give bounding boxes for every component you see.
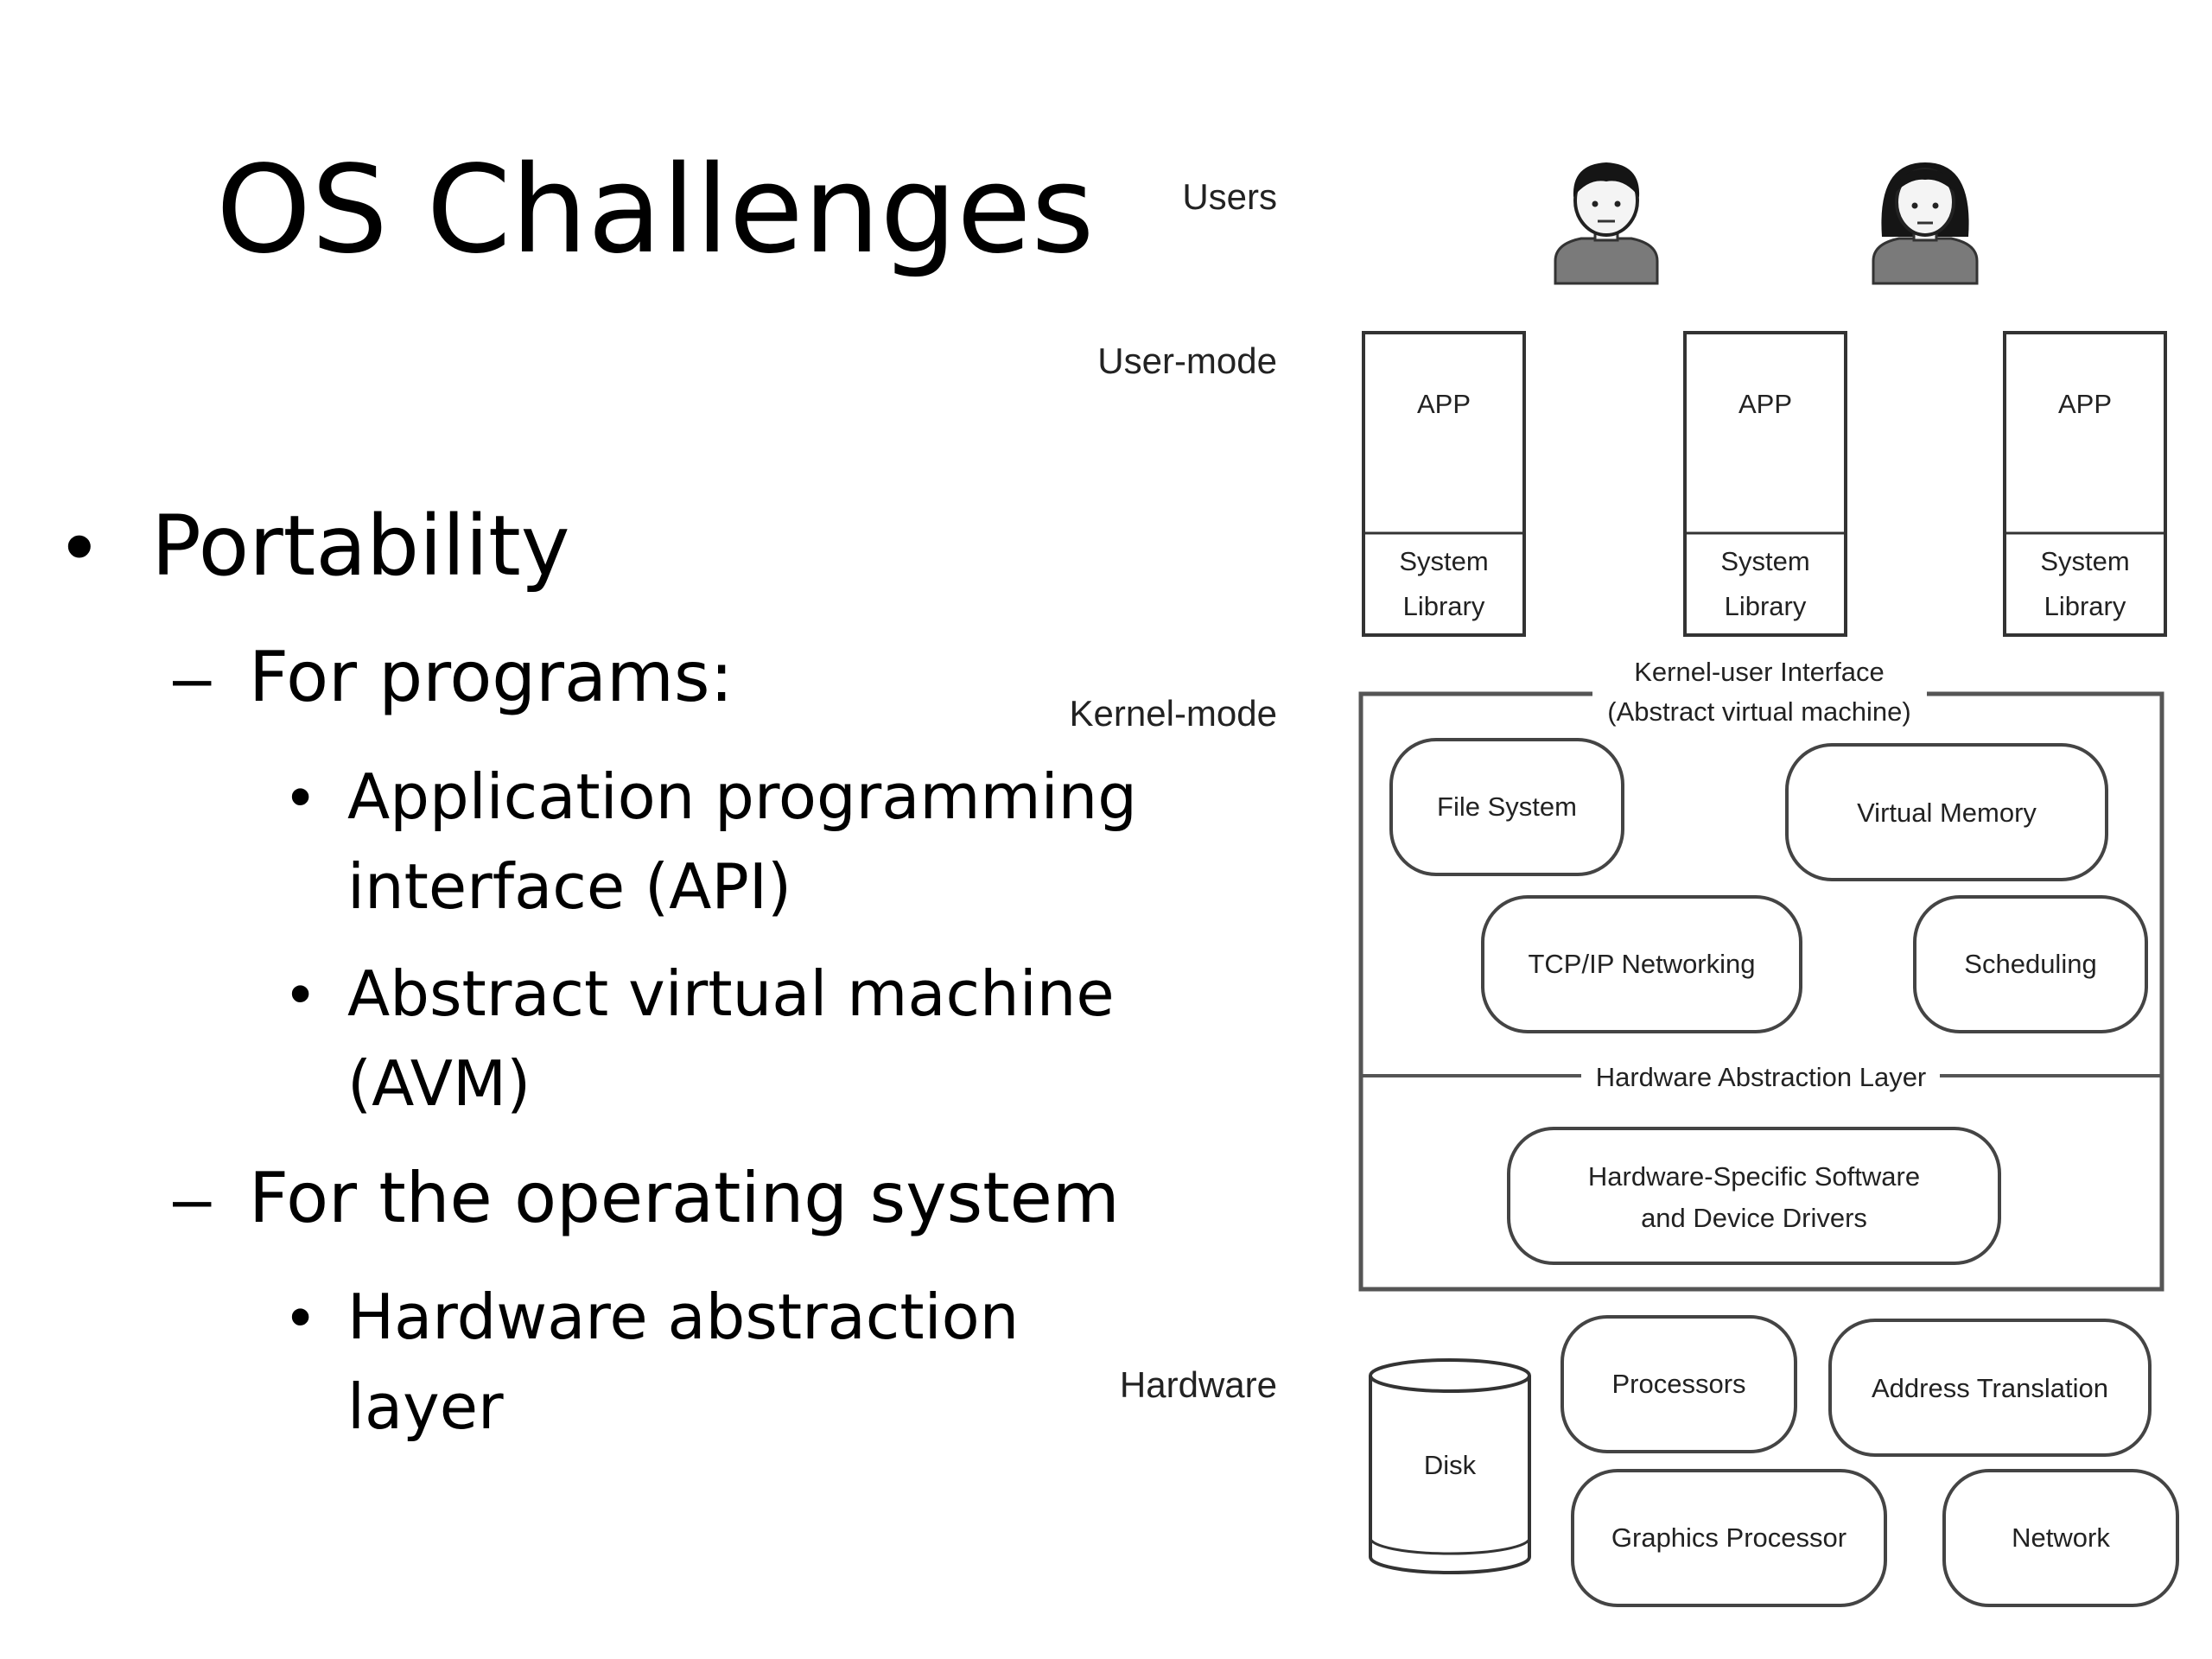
app-label: APP xyxy=(1417,389,1471,419)
file-system-box xyxy=(1389,738,1624,876)
processors-label: Processors xyxy=(1611,1369,1745,1399)
system-library-label: System xyxy=(1399,546,1488,576)
device-drivers-box xyxy=(1507,1127,2001,1265)
system-library-label: Library xyxy=(2044,591,2126,621)
bullet-api-line1: Application programming xyxy=(347,760,1137,833)
network-box xyxy=(1942,1469,2179,1607)
bullet-marker: • xyxy=(289,959,312,1028)
system-library-label: System xyxy=(1720,546,1809,576)
app-box-2: APP System Library xyxy=(1683,331,1847,637)
kernel-user-interface-label: (Abstract virtual machine) xyxy=(1607,696,1910,727)
kernel-user-interface-label: Kernel-user Interface xyxy=(1634,657,1884,687)
level-label-kernel-mode: Kernel-mode xyxy=(1070,693,1277,734)
system-library-label: Library xyxy=(1725,591,1807,621)
address-translation-box xyxy=(1828,1319,2152,1457)
system-library-label: System xyxy=(2040,546,2129,576)
hardware-group: Disk Processors Address Translation Grap… xyxy=(1369,1315,2179,1607)
graphics-processor-box xyxy=(1571,1469,1887,1607)
bullet-marker: • xyxy=(289,762,312,831)
male-user-icon xyxy=(1554,162,1659,285)
virtual-memory-label: Virtual Memory xyxy=(1857,798,2037,828)
bullet-avm-line1: Abstract virtual machine xyxy=(347,957,1115,1030)
scheduling-label: Scheduling xyxy=(1964,949,2096,979)
graphics-processor-label: Graphics Processor xyxy=(1611,1522,1847,1553)
bullet-portability: Portability xyxy=(151,498,570,594)
bullet-avm-line2: (AVM) xyxy=(347,1047,531,1120)
disk-icon: Disk xyxy=(1369,1358,1531,1574)
bullet-for-programs: For programs: xyxy=(249,637,734,717)
dash-marker: – xyxy=(173,1160,212,1236)
hardware-abstraction-layer-label: Hardware Abstraction Layer xyxy=(1596,1062,1927,1092)
dash-marker: – xyxy=(173,639,212,715)
bullet-api-line2: interface (API) xyxy=(347,850,792,923)
processors-box xyxy=(1560,1315,1797,1453)
app-label: APP xyxy=(2058,389,2112,419)
bullet-hal-line1: Hardware abstraction xyxy=(347,1281,1020,1353)
system-library-label: Library xyxy=(1403,591,1485,621)
bullet-hal-line2: layer xyxy=(347,1370,504,1443)
slide-title: OS Challenges xyxy=(216,140,1095,281)
device-drivers-label: Hardware-Specific Software xyxy=(1588,1161,1920,1192)
kernel-box: Kernel-user Interface (Abstract virtual … xyxy=(1358,657,2164,1292)
female-user-icon xyxy=(1872,162,1979,285)
app-box-1: APP System Library xyxy=(1362,331,1526,637)
app-label: APP xyxy=(1738,389,1792,419)
level-label-users: Users xyxy=(1182,176,1277,217)
bullet-marker: • xyxy=(289,1282,312,1351)
scheduling-box xyxy=(1913,895,2148,1033)
disk-label: Disk xyxy=(1424,1450,1477,1480)
app-box-3: APP System Library xyxy=(2003,331,2167,637)
virtual-memory-box xyxy=(1785,743,2108,881)
address-translation-label: Address Translation xyxy=(1872,1373,2108,1403)
level-label-user-mode: User-mode xyxy=(1097,340,1277,381)
file-system-label: File System xyxy=(1437,791,1577,822)
level-label-hardware: Hardware xyxy=(1120,1364,1277,1405)
bullet-marker: • xyxy=(65,499,94,592)
network-label: Network xyxy=(2012,1522,2110,1553)
device-drivers-label: and Device Drivers xyxy=(1641,1203,1867,1233)
tcpip-networking-label: TCP/IP Networking xyxy=(1528,949,1755,979)
tcpip-networking-box xyxy=(1481,895,1802,1033)
bullet-for-os: For the operating system xyxy=(249,1158,1120,1238)
